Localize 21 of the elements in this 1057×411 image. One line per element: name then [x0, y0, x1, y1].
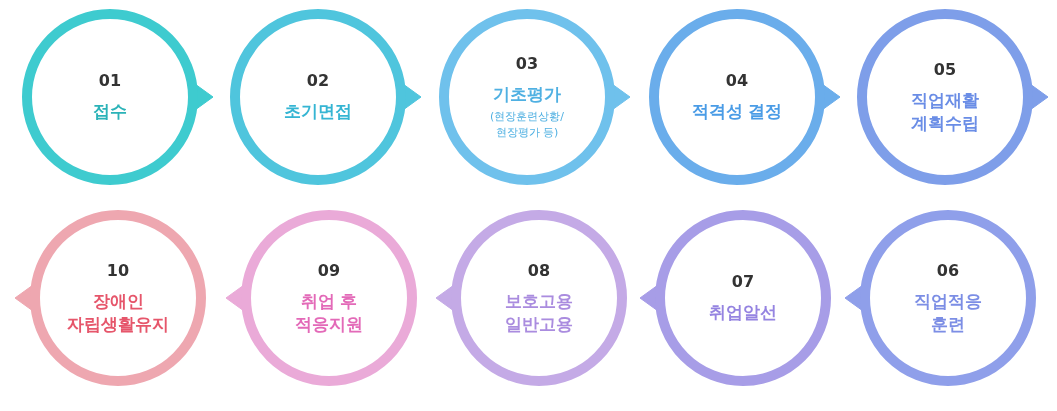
- step-title: 취업 후 적응지원: [294, 290, 364, 335]
- step-title: 적격성 결정: [691, 100, 783, 123]
- step-number: 10: [106, 261, 130, 281]
- step-number: 08: [527, 261, 551, 281]
- step-title: 직업재활 계획수립: [910, 89, 980, 134]
- step-title: 장애인 자립생활유지: [66, 290, 170, 335]
- step-number: 05: [933, 60, 957, 80]
- step-note: (현장훈련상황/ 현장평가 등): [489, 109, 565, 140]
- step-number: 01: [98, 71, 122, 91]
- step-number: 02: [306, 71, 330, 91]
- step-number: 06: [936, 261, 960, 281]
- step-number: 09: [317, 261, 341, 281]
- step-number: 04: [725, 71, 749, 91]
- step-title: 직업적응 훈련: [913, 290, 983, 335]
- step-number: 07: [731, 272, 755, 292]
- step-number: 03: [515, 54, 539, 74]
- step-title: 보호고용 일반고용: [504, 290, 574, 335]
- step-title: 초기면접: [284, 100, 352, 123]
- step-title: 접수: [93, 100, 127, 123]
- step-title: 기초평가: [493, 83, 561, 106]
- step-title: 취업알선: [709, 301, 777, 324]
